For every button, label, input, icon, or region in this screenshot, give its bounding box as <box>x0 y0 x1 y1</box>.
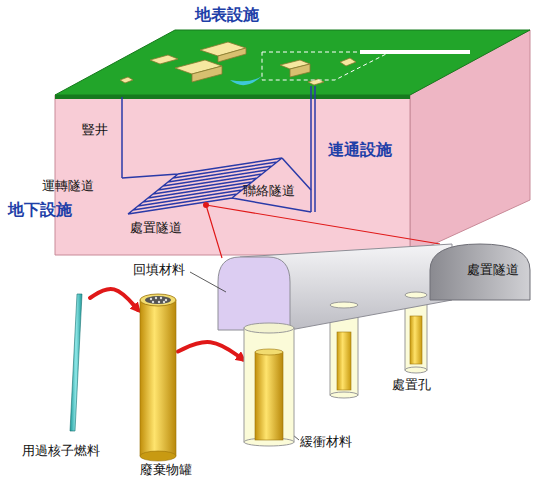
waste-canister: 廢棄物罐 <box>138 292 178 462</box>
hole-top <box>405 292 427 298</box>
disposal-hole: 緩衝材料 <box>243 322 295 447</box>
site-boundary <box>262 52 390 80</box>
ground-surface <box>55 30 530 95</box>
flow-arrow <box>90 289 138 310</box>
tunnel-grid <box>122 158 311 214</box>
part-label: 豎井 <box>82 122 108 138</box>
flow-arrow <box>178 342 243 360</box>
ground-edge <box>55 95 410 99</box>
part-label: 用過核子燃料 <box>22 443 100 459</box>
area-heading: 地表設施 <box>195 5 259 24</box>
fuel-rod: 用過核子燃料 <box>60 290 90 435</box>
hole-top <box>330 302 358 308</box>
disposal-hole-shape <box>243 322 295 447</box>
part-label: 處置隧道 <box>130 220 182 236</box>
part-label: 處置隧道 <box>467 262 519 278</box>
part-label: 聯絡隧道 <box>243 183 295 199</box>
backfill-face <box>218 257 290 330</box>
shaft-line <box>121 97 123 178</box>
part-label: 處置孔 <box>392 377 431 393</box>
part-label: 廢棄物罐 <box>140 462 192 478</box>
tunnel-end <box>430 244 530 300</box>
area-heading: 連通設施 <box>328 140 392 159</box>
road <box>360 50 470 54</box>
pond <box>230 76 262 85</box>
waste-canister-shape <box>138 292 178 462</box>
part-label: 運轉隧道 <box>42 178 94 194</box>
leader-line <box>190 272 226 292</box>
fuel-rod-shape <box>60 290 90 435</box>
part-label: 緩衝材料 <box>300 434 352 450</box>
part-label: 回填材料 <box>133 262 185 278</box>
surface-buildings <box>120 42 356 85</box>
area-heading: 地下設施 <box>8 200 72 219</box>
block-front <box>55 95 410 255</box>
ramp-line <box>311 86 315 212</box>
